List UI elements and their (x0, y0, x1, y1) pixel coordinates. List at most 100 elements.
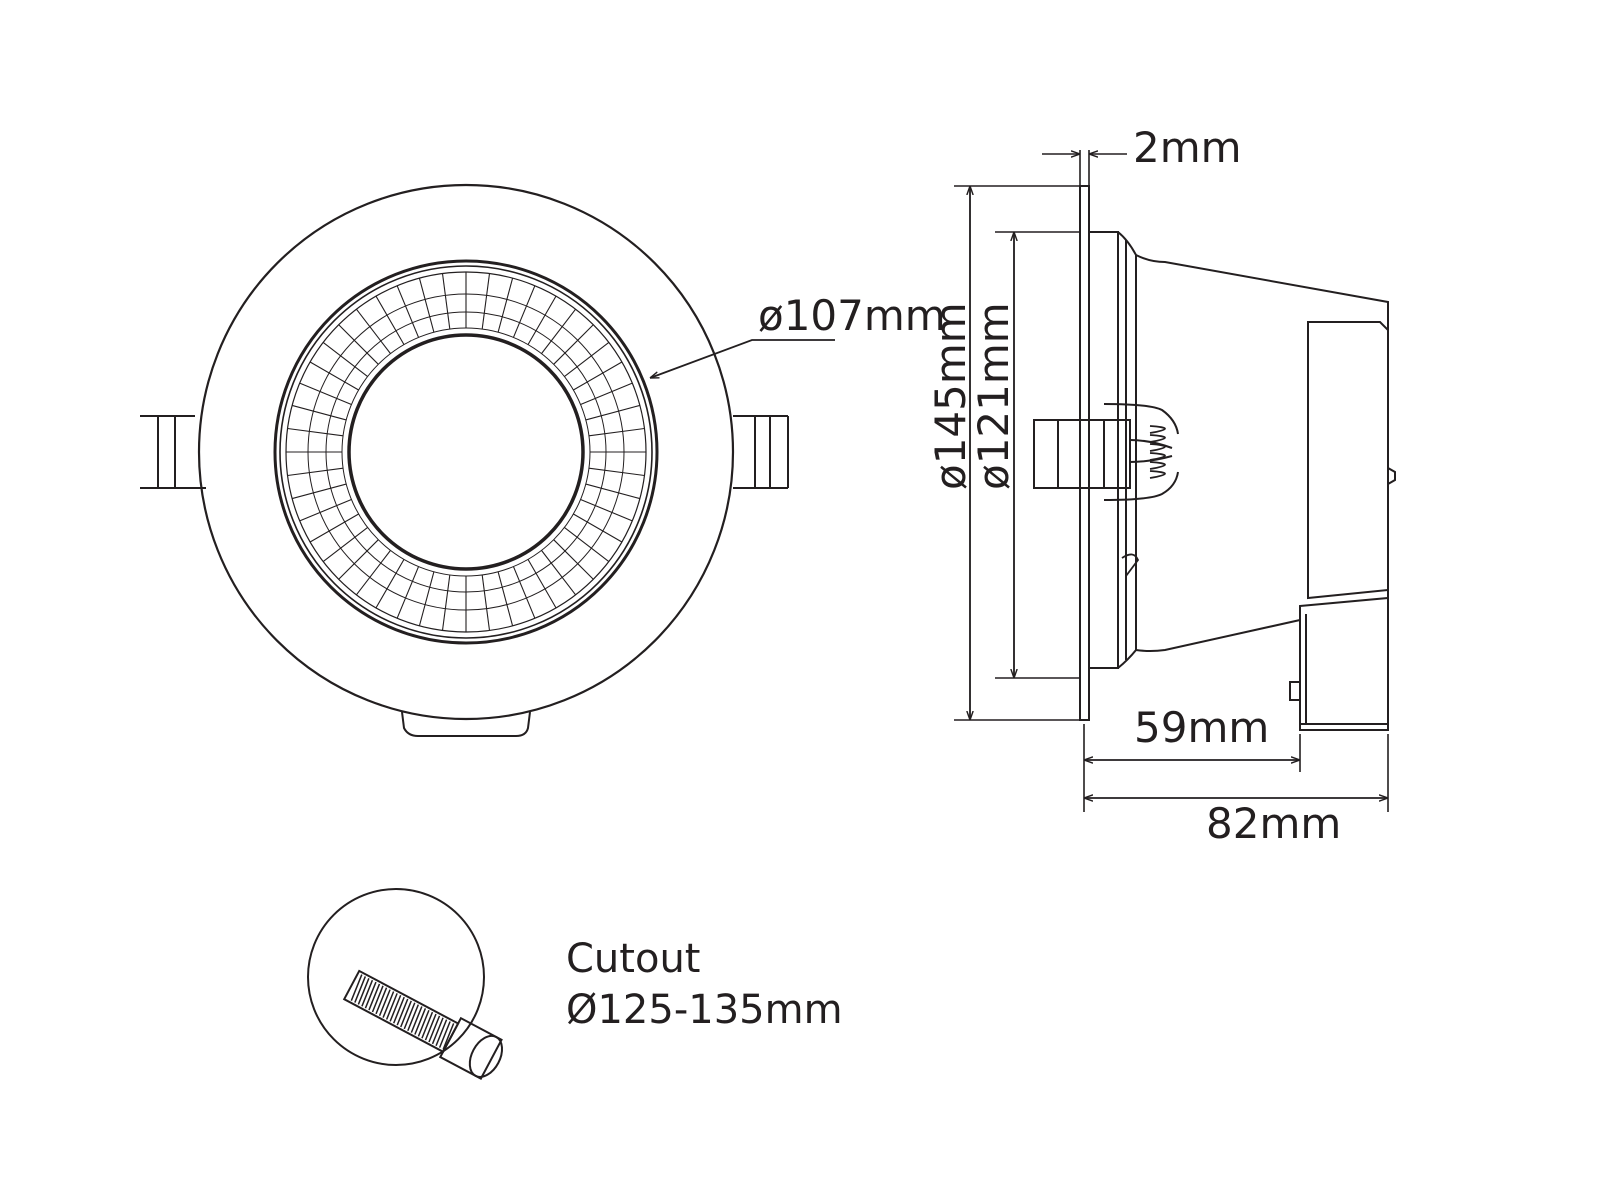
saw-tooth (438, 1021, 451, 1048)
saw-tooth (410, 1006, 423, 1033)
reflector-segment-line (338, 324, 379, 365)
reflector-segment-line (375, 559, 405, 609)
reflector-segment-line (299, 382, 352, 406)
reflector-segment-line (573, 361, 623, 391)
reflector-segment-line (541, 550, 577, 596)
reflector-segment-line (396, 566, 420, 619)
saw-tooth (403, 1002, 416, 1030)
inner-diameter-label: ø121mm (969, 302, 1018, 490)
coil-turn (1149, 470, 1166, 479)
reflector-segment-line (481, 273, 491, 330)
flange (1089, 231, 1137, 669)
reflector-segment-line (580, 498, 633, 522)
reflector-ring-4 (307, 293, 625, 611)
reflector-segment-line (541, 308, 577, 354)
saw-tooth (428, 1015, 441, 1043)
side-view: 2mm ø145mm ø121mm 59mm (926, 123, 1396, 848)
saw-tooth (407, 1004, 420, 1032)
reflector-ring-6 (341, 327, 591, 577)
coil-turn (1149, 452, 1166, 461)
saw-tooth (421, 1011, 434, 1039)
led-diameter-leader (650, 339, 835, 379)
reflector-segment-line (588, 427, 645, 437)
reflector-segment-line (588, 467, 645, 477)
cutout-circle (307, 888, 485, 1066)
coil-turn (1149, 425, 1166, 434)
reflector-segment-line (585, 483, 641, 500)
reflector-segment-line (481, 574, 491, 631)
saw-tooth (371, 985, 384, 1013)
reflector-ring-2 (279, 265, 653, 639)
saw-tooth (364, 981, 377, 1009)
reflector-segments (286, 272, 646, 632)
saw-tooth (350, 974, 363, 1001)
reflector-segment-line (291, 404, 347, 421)
saw-tooth (392, 996, 405, 1024)
right-spring-clip (733, 415, 789, 489)
reflector-segment-line (322, 341, 368, 377)
side-spring-clip (1033, 403, 1179, 501)
saw-tooth (417, 1009, 430, 1037)
coil-turn (1149, 443, 1166, 452)
bottom-tab (401, 711, 531, 737)
saw-tooth (375, 987, 388, 1015)
saw-tooth (378, 989, 391, 1017)
reflector-segment-line (418, 571, 435, 627)
saw-tooth (424, 1013, 437, 1041)
saw-tooth (414, 1008, 427, 1035)
reflector-segment-line (497, 571, 514, 627)
dim-inner-diameter (995, 231, 1080, 679)
saw-tooth (431, 1017, 444, 1045)
latch-notch (1121, 553, 1140, 577)
led-opening (347, 333, 585, 571)
coil-turn (1149, 434, 1166, 443)
spring-coil (1149, 425, 1166, 479)
front-view: ø107mm (140, 183, 946, 737)
outer-bezel-ring (197, 183, 735, 721)
reflector-segment-line (441, 574, 451, 631)
saw-tooth (385, 993, 398, 1020)
recess-depth-label: 59mm (1134, 703, 1269, 752)
reflector-segment-line (564, 527, 610, 563)
reflector-segment-line (291, 483, 347, 500)
driver-box (1307, 321, 1396, 600)
saw-tooth (382, 991, 395, 1018)
reflector-segment-line (564, 341, 610, 377)
reflector-segment-line (580, 382, 633, 406)
bezel-plate (1079, 185, 1090, 721)
outer-diameter-label: ø145mm (926, 302, 975, 490)
reflector-segment-line (553, 324, 594, 365)
cutout-detail: Cutout Ø125-135mm (307, 888, 843, 1081)
cutout-label: Cutout (566, 936, 700, 982)
cutout-saw-icon (342, 969, 504, 1081)
reflector-segment-line (287, 427, 344, 437)
led-diameter-label: ø107mm (758, 291, 946, 340)
reflector-outer-ring (273, 259, 659, 645)
saw-tooth (361, 979, 374, 1007)
reflector-segment-line (527, 559, 557, 609)
dim-outer-diameter (954, 185, 1080, 721)
reflector-segment-line (322, 527, 368, 563)
reflector-segment-line (309, 513, 359, 543)
saw-tooth (357, 978, 370, 1005)
reflector-segment-line (299, 498, 352, 522)
reflector-segment-line (527, 295, 557, 345)
body-housing (1135, 254, 1389, 652)
saw-tooth (396, 998, 409, 1026)
saw-tooth (389, 994, 402, 1022)
reflector-segment-line (355, 308, 391, 354)
reflector-segment-line (396, 285, 420, 338)
reflector-segment-line (573, 513, 623, 543)
reflector-segment-line (287, 467, 344, 477)
terminal-block (1289, 596, 1389, 731)
reflector-segment-line (497, 277, 514, 333)
reflector-segment-line (355, 550, 391, 596)
reflector-segment-line (553, 539, 594, 580)
left-spring-clip (140, 415, 206, 489)
reflector-segment-line (585, 404, 641, 421)
total-depth-label: 82mm (1206, 799, 1341, 848)
reflector-ring-5 (325, 311, 607, 593)
reflector-segment-line (338, 539, 379, 580)
